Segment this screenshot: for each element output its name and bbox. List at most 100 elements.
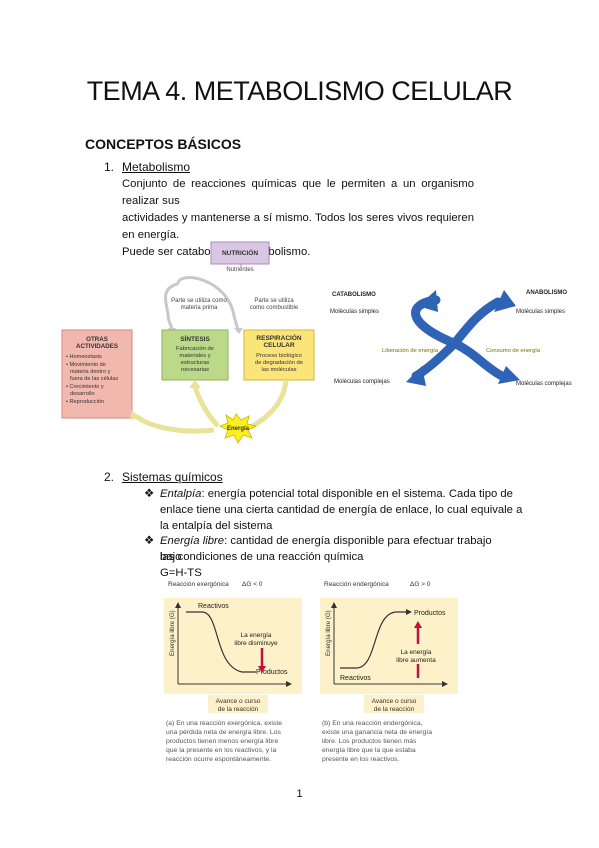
svg-text:libre disminuye: libre disminuye: [234, 640, 278, 647]
formula: G=H-TS: [160, 567, 202, 579]
materia-prima-label: Parte se utiliza como: [171, 298, 227, 304]
svg-text:de la reacción: de la reacción: [374, 706, 415, 713]
respiracion-box: [243, 329, 315, 381]
energia-libre-line2: las condiciones de una reacción química: [160, 551, 364, 563]
bullet-icon: ❖: [144, 535, 155, 547]
bullet-icon: ❖: [144, 488, 155, 500]
energy-arrow-resp: [246, 379, 289, 431]
svg-text:desarrollo: desarrollo: [70, 391, 95, 397]
svg-text:existe una ganancia neta de en: existe una ganancia neta de energía: [322, 729, 432, 736]
svg-text:estructuras: estructuras: [181, 360, 210, 366]
svg-text:materia dentro y: materia dentro y: [70, 369, 111, 375]
svg-text:fuera de las células: fuera de las células: [70, 376, 118, 382]
section-heading: CONCEPTOS BÁSICOS: [85, 136, 242, 152]
svg-text:reacción ocurre espontáneament: reacción ocurre espontáneamente.: [166, 756, 271, 763]
catabolismo-label: CATABOLISMO: [332, 292, 376, 298]
nutrient-arc: [176, 276, 236, 317]
reactivos-label: Reactivos: [340, 675, 371, 682]
svg-text:libre aumenta: libre aumenta: [396, 657, 436, 664]
exergonic-curve: [186, 611, 256, 673]
energy-burst-icon: [219, 413, 258, 444]
mol-simples-left: Moléculas simples: [330, 309, 379, 315]
nutricion-label: NUTRICIÓN: [222, 248, 258, 257]
endergonic-header: Reacción endergónica: [324, 581, 389, 588]
endergonic-ylabel: Energía libre (G): [325, 610, 332, 656]
energia-libre-line: Energía libre: cantidad de energía dispo…: [160, 535, 492, 563]
svg-text:RESPIRACIÓN: RESPIRACIÓN: [256, 333, 301, 342]
page-title: TEMA 4. METABOLISMO CELULAR: [86, 76, 513, 106]
exergonic-ylabel: Energía libre (G): [169, 610, 176, 656]
entalpia-line3: la entalpía del sistema: [160, 520, 273, 532]
anabolism-arrow: [411, 297, 503, 381]
page-number: 1: [296, 788, 303, 800]
svg-text:una pérdida neta de energía li: una pérdida neta de energía libre. Los: [166, 729, 281, 736]
svg-text:CELULAR: CELULAR: [263, 342, 294, 349]
svg-text:Fabricación de: Fabricación de: [176, 346, 214, 352]
item2-heading: Sistemas químicos: [122, 470, 223, 484]
item1-line: Conjunto de reacciones químicas que le p…: [122, 178, 474, 207]
svg-text:las moléculas: las moléculas: [261, 367, 296, 373]
liberacion-label: Liberación de energía: [382, 348, 439, 354]
svg-text:que la presente en los reactiv: que la presente en los reactivos, y la: [166, 747, 277, 754]
svg-text:de la reacción: de la reacción: [218, 706, 259, 713]
graph-bg: [164, 598, 302, 694]
consumo-label: Consumo de energía: [486, 348, 541, 354]
svg-text:materiales y: materiales y: [179, 353, 210, 359]
svg-text:La energía: La energía: [400, 649, 431, 656]
mol-complejas-left: Moléculas complejas: [334, 379, 390, 385]
item1-heading: Metabolismo: [122, 160, 191, 174]
svg-text:• Reproducción: • Reproducción: [66, 399, 104, 405]
svg-text:productos tienen menos energía: productos tienen menos energía libre: [166, 738, 278, 745]
exergonic-graph: Reacción exergónica ΔG < 0 Energía libre…: [164, 581, 302, 763]
svg-text:Avance o curso: Avance o curso: [216, 698, 261, 705]
svg-text:energía libre que la que estab: energía libre que la que estaba: [322, 747, 416, 754]
svg-text:OTRAS: OTRAS: [86, 336, 108, 343]
item1-number: 1.: [104, 160, 115, 174]
item1-paragraph: Conjunto de reacciones químicas que le p…: [122, 176, 474, 261]
entalpia-line: Entalpía: energía potencial total dispon…: [160, 488, 513, 500]
svg-text:como combustible: como combustible: [250, 305, 299, 311]
svg-text:necesarias: necesarias: [181, 367, 209, 373]
svg-text:SÍNTESIS: SÍNTESIS: [180, 334, 210, 343]
svg-text:Proceso biológico: Proceso biológico: [256, 353, 302, 359]
anabolismo-label: ANABOLISMO: [526, 290, 567, 296]
item2-number: 2.: [104, 470, 115, 484]
mol-simples-right: Moléculas simples: [516, 309, 565, 315]
svg-text:(b) En una reacción endergónic: (b) En una reacción endergónica,: [322, 720, 423, 727]
energia-label: Energía: [227, 426, 250, 432]
svg-text:• Crecimiento y: • Crecimiento y: [66, 384, 104, 390]
svg-text:libre. Los productos tienen má: libre. Los productos tienen más: [322, 738, 417, 745]
exergonic-header: Reacción exergónica: [168, 581, 229, 588]
svg-text:(a) En una reacción exergónica: (a) En una reacción exergónica, existe: [166, 720, 282, 727]
nutricion-box: [210, 241, 270, 265]
otras-actividades-box: [61, 329, 133, 419]
endergonic-curve: [340, 611, 408, 669]
productos-label: Productos: [256, 669, 288, 676]
entalpia-line2: enlace tiene una cierta cantidad de ener…: [160, 504, 523, 516]
svg-text:La energía: La energía: [240, 632, 271, 639]
energia-libre-term: Energía libre: [160, 535, 225, 547]
nutrient-arrow-left: [164, 282, 179, 315]
combustible-label: Parte se utiliza: [254, 298, 294, 304]
nutrition-diagram: NUTRICIÓN Nutrientes Parte se utiliza co…: [61, 241, 315, 444]
mol-complejas-right: Moléculas complejas: [516, 381, 572, 387]
nutrientes-label: Nutrientes: [226, 267, 253, 273]
svg-text:ACTIVIDADES: ACTIVIDADES: [76, 343, 118, 350]
energy-arrow-otras: [134, 413, 215, 434]
endergonic-graph: Reacción endergónica ΔG > 0 Energía libr…: [320, 581, 458, 763]
svg-text:presente en los reactivos.: presente en los reactivos.: [322, 756, 400, 763]
metabolism-diagram: CATABOLISMO ANABOLISMO Moléculas simples…: [330, 290, 572, 387]
svg-text:• Homeostasis: • Homeostasis: [66, 354, 102, 360]
svg-text:de degradación de: de degradación de: [255, 360, 303, 366]
endergonic-delta: ΔG > 0: [410, 581, 431, 588]
svg-text:Avance o curso: Avance o curso: [372, 698, 417, 705]
svg-text:materia prima: materia prima: [181, 305, 218, 311]
energy-arrow-sintesis: [192, 385, 220, 428]
productos-label: Productos: [414, 610, 446, 617]
exergonic-delta: ΔG < 0: [242, 581, 263, 588]
svg-text:• Movimiento de: • Movimiento de: [66, 362, 106, 368]
reactivos-label: Reactivos: [198, 603, 229, 610]
catabolism-arrowhead: [418, 290, 438, 312]
entalpia-term: Entalpía: [160, 488, 202, 500]
item1-line: actividades y mantenerse a sí mismo. Tod…: [122, 212, 474, 241]
